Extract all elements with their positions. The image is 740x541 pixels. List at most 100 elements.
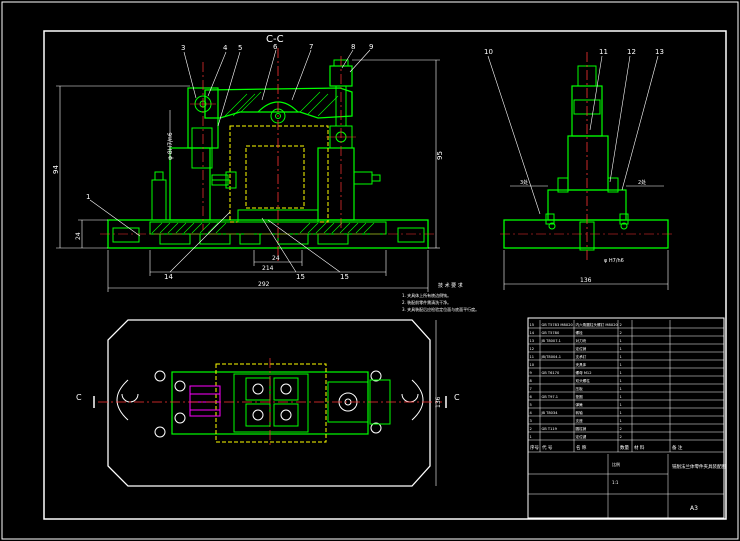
part-label-8: 8	[351, 43, 355, 51]
bom-cell: 1	[620, 363, 622, 367]
dim-fit-side: φ H7/h6	[604, 258, 624, 264]
tech-req-title: 技 术 要 求	[438, 282, 463, 289]
drawing-frame	[43, 30, 727, 520]
part-label-15a: 15	[296, 273, 305, 281]
bom-cell: 夹具体	[576, 362, 587, 367]
bom-cell: 1	[620, 339, 622, 343]
bom-cell: 垫圈	[576, 394, 584, 399]
tech-req-3: 3. 夹具装配后应检验定位面与底面平行度。	[402, 306, 479, 312]
dim-24: 24	[272, 255, 280, 262]
bom-cell: GB T97.1	[542, 395, 559, 399]
bom-cell: 8	[530, 379, 533, 383]
title-block-scale: 1:1	[612, 480, 619, 485]
section-mark-right: C	[454, 393, 460, 402]
bom-cell: 2	[620, 435, 622, 439]
part-label-7: 7	[309, 43, 313, 51]
part-label-11: 11	[599, 48, 608, 56]
bom-cell: JB/T8004.1	[541, 355, 562, 359]
bom-cell: 内六角圆柱头螺钉 M8X20	[576, 322, 619, 327]
part-label-14: 14	[164, 273, 173, 281]
bom-header-cell: 序号	[530, 444, 539, 451]
part-label-3: 3	[181, 44, 185, 52]
part-label-10: 10	[484, 48, 493, 56]
part-label-4: 4	[223, 44, 228, 52]
plan-view: C C 136	[76, 319, 460, 487]
bom-cell: 1	[620, 387, 622, 391]
bom-cell: 压板	[576, 386, 584, 391]
bom-cell: 11	[530, 355, 535, 359]
title-block-sheet: A3	[690, 505, 698, 512]
bom-cell: 9	[530, 371, 533, 375]
bom-cell: 1	[620, 379, 622, 383]
bom-cell: 1	[620, 403, 622, 407]
part-label-5: 5	[238, 44, 242, 52]
bom-cell: 2	[620, 331, 622, 335]
bom-cell: 1	[620, 411, 622, 415]
bom-cell: 定位销	[576, 346, 587, 351]
dim-note-right: 2处	[638, 179, 646, 186]
title-block-scale-label: 比例	[612, 461, 620, 467]
title-block-name: 铣削法兰体零件夹具装配图	[672, 463, 726, 470]
bom-cell: 3	[530, 419, 532, 423]
bom-cell: 12	[530, 347, 535, 351]
tech-req-2: 2. 装配前零件需清洗干净。	[402, 299, 451, 305]
bom-header-cell: 数量	[620, 444, 629, 451]
bom-cell: 对刀块	[576, 338, 587, 343]
bom-cell: 1	[620, 347, 622, 351]
bom-cell: 螺母 M12	[576, 370, 592, 375]
bom-cell: 1	[620, 371, 622, 375]
bom-header-cell: 备 注	[672, 444, 683, 451]
part-label-6: 6	[273, 43, 278, 51]
section-title: C-C	[266, 34, 284, 45]
bom-cell: 转轴	[576, 410, 584, 415]
bom-header-cell: 材 料	[634, 444, 645, 451]
bom-cell: 13	[530, 339, 535, 343]
dim-136-side: 136	[580, 277, 592, 284]
bom-cell: 支座	[576, 418, 584, 423]
part-label-15b: 15	[340, 273, 349, 281]
dim-height-left: 94	[52, 165, 60, 174]
part-label-1: 1	[86, 193, 90, 201]
bom-cell: 弹簧	[576, 402, 584, 407]
dim-note-left: 3处	[520, 179, 528, 186]
tech-requirements: 技 术 要 求 1. 夹具体上所有棱边倒钝。 2. 装配前零件需清洗干净。 3.…	[402, 282, 479, 312]
bom-header-cell: 代 号	[542, 444, 553, 451]
bom-cell: GB T6170	[542, 371, 560, 375]
bom-cell: GB T5780	[542, 331, 560, 335]
bom-cell: 4	[530, 411, 533, 415]
bom-cell: 6	[530, 395, 533, 399]
dim-136-plan: 136	[435, 396, 442, 408]
dim-214: 214	[262, 265, 274, 272]
bom-cell: JB T8034	[541, 411, 559, 415]
bom-cell: 10	[530, 363, 535, 367]
bom-cell: 2	[620, 323, 622, 327]
dim-base-height: 24	[75, 232, 82, 240]
bom-cell: 双头螺柱	[576, 378, 591, 383]
part-label-9: 9	[369, 43, 373, 51]
dim-292: 292	[258, 281, 270, 288]
bom-cell: 2	[530, 427, 532, 431]
bom-cell: 2	[620, 427, 622, 431]
bom-cell: 1	[530, 435, 532, 439]
bom-cell: 7	[530, 387, 532, 391]
bom-cell: JB T8007.1	[541, 339, 561, 343]
front-section-view: C-C	[52, 34, 444, 292]
dim-height-right: 95	[436, 151, 444, 160]
bom-cell: 定位键	[576, 434, 587, 439]
bom-header-cell: 名 称	[576, 444, 587, 451]
part-label-13: 13	[655, 48, 664, 56]
section-mark-left: C	[76, 393, 82, 402]
bom-cell: 螺栓	[576, 330, 584, 335]
bom-cell: GB T5783 M8X20	[542, 323, 574, 327]
bom-cell: 支承钉	[576, 354, 587, 359]
bom-cell: 1	[620, 355, 622, 359]
bom-cell: 15	[530, 323, 535, 327]
bom-cell: 1	[620, 419, 622, 423]
bom-cell: 圆柱销	[576, 426, 587, 431]
tech-req-1: 1. 夹具体上所有棱边倒钝。	[402, 292, 451, 298]
bom-cell: GB T119	[542, 427, 558, 431]
side-view: 10 11 12 13 136 3处 2处 φ H7/h6	[484, 48, 672, 290]
